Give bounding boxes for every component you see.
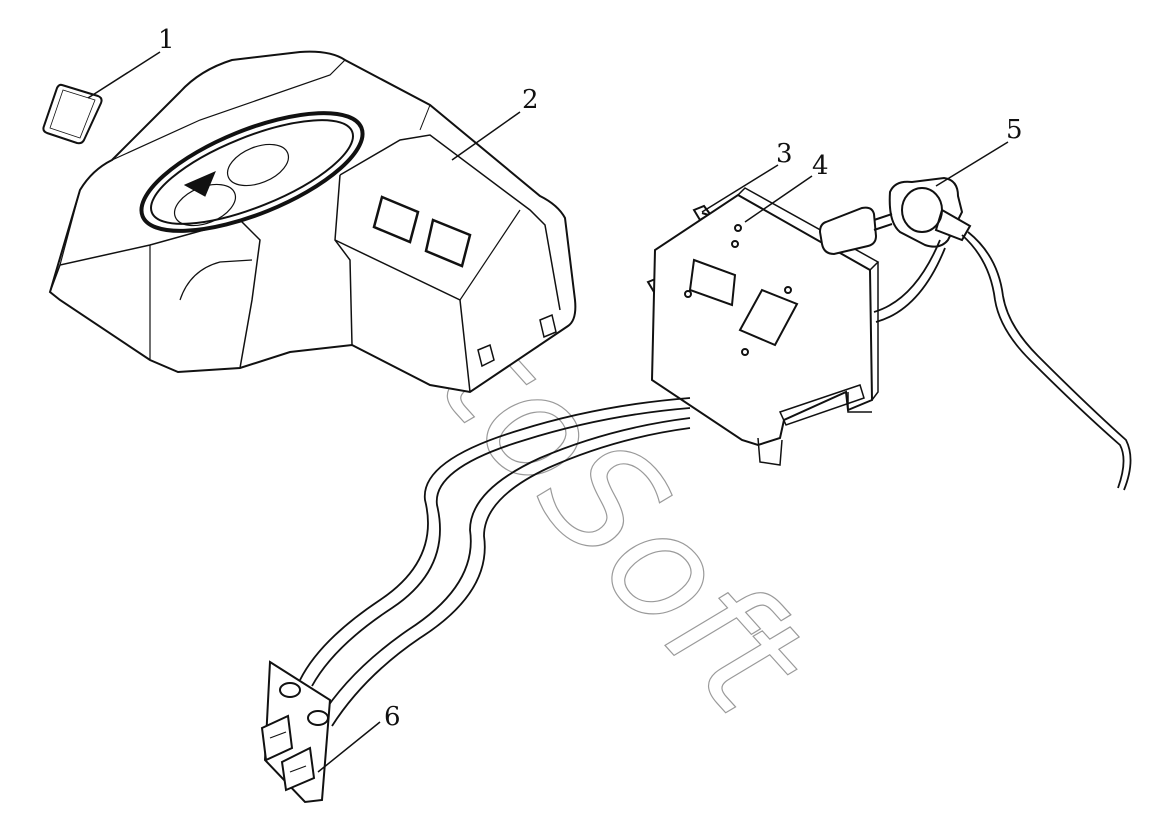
callout-label-6: 6 xyxy=(384,702,401,732)
part-5-switch[interactable] xyxy=(818,176,1132,491)
callout-label-3: 3 xyxy=(776,139,793,169)
part-6-harness-cables[interactable] xyxy=(299,397,691,727)
callout-label-4: 4 xyxy=(812,151,829,181)
callout-label-5: 5 xyxy=(1006,115,1023,145)
part-2-console-housing[interactable] xyxy=(48,50,577,394)
callout-leaders xyxy=(87,51,1009,773)
part-6-connectors[interactable] xyxy=(260,660,332,804)
callout-label-2: 2 xyxy=(522,85,539,115)
callout-label-1: 1 xyxy=(158,25,175,55)
part-1-cover-pad[interactable] xyxy=(42,83,103,145)
part-4-bracket[interactable] xyxy=(650,187,880,466)
